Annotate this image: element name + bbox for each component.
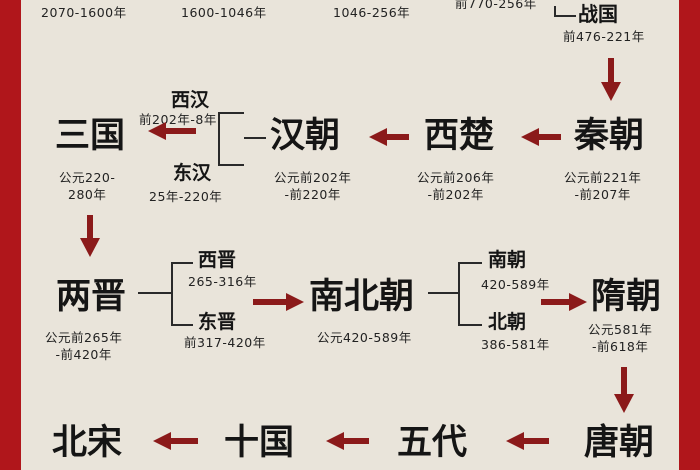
bracket-top [171,262,193,264]
top-date-1: 2070-1600年 [41,5,127,20]
arrow-left-xichu-han [369,128,409,146]
bracket-stem [428,292,460,294]
zhanguo-date: 前476-221年 [563,29,645,44]
bracket-stem [138,292,173,294]
bracket-vertical [171,262,173,326]
bracket-vertical [458,262,460,326]
arrow-left-qin-xichu [521,128,561,146]
nanbeichao-date: 公元420-589年 [317,330,412,345]
node-xichu: 西楚 [424,116,495,156]
node-zhanguo: 战国 [578,2,618,26]
arrows-layer [80,58,634,450]
node-nanchao: 南朝 [488,249,527,271]
node-liangjin: 两晋 [56,277,127,317]
arrow-down-zhanguo-qin [601,58,621,101]
node-xihan: 西汉 [171,89,210,111]
node-tangchao: 唐朝 [584,423,655,463]
dongjin-date: 前317-420年 [184,335,266,350]
connector-line [554,15,576,17]
bracket-bottom [218,164,244,166]
arrow-right-nanbeichao-sui [541,293,587,311]
node-shiguo: 十国 [224,423,295,463]
arrow-left-han-sanguo [148,122,196,140]
node-hanchao: 汉朝 [270,116,341,156]
beichao-date: 386-581年 [481,337,550,352]
node-donghan: 东汉 [173,162,212,184]
arrow-down-sui-tang [614,367,634,413]
bracket-bottom [458,324,482,326]
top-date-2: 1600-1046年 [181,5,267,20]
xijin-date: 265-316年 [188,274,257,289]
xichu-date: 公元前206年-前202年 [417,170,495,202]
node-suichao: 隋朝 [591,277,662,317]
timeline-diagram: 2070-1600年 1600-1046年 1046-256年 前770-256… [21,0,679,470]
node-xijin: 西晋 [198,249,237,271]
node-beisong: 北宋 [52,423,123,463]
hanchao-date: 公元前202年-前220年 [274,170,352,202]
suichao-date: 公元581年-前618年 [588,322,653,354]
arrow-down-sanguo-liangjin [80,215,100,257]
nanchao-date: 420-589年 [481,277,550,292]
donghan-date: 25年-220年 [149,189,223,204]
node-qinchao: 秦朝 [574,116,645,156]
bracket-stem [244,137,266,139]
top-date-4: 前770-256年 [455,0,537,11]
sanguo-date: 公元220-280年 [59,170,116,202]
arrow-left-wudai-shiguo [326,432,369,450]
qinchao-date: 公元前221年-前207年 [564,170,642,202]
connector-line [554,6,556,16]
node-wudai: 五代 [397,423,468,463]
bracket-bottom [171,324,193,326]
node-beichao: 北朝 [488,311,527,333]
arrow-left-tang-wudai [506,432,549,450]
node-dongjin: 东晋 [198,311,237,333]
arrow-left-shiguo-beisong [153,432,198,450]
xihan-date: 前202年-8年 [139,112,217,127]
bracket-top [218,112,244,114]
bracket-top [458,262,482,264]
node-nanbeichao: 南北朝 [309,277,415,317]
arrow-right-jin-nanbeichao [253,293,304,311]
liangjin-date: 公元前265年-前420年 [45,330,123,362]
bracket-vertical [218,112,220,166]
top-date-3: 1046-256年 [333,5,411,20]
node-sanguo: 三国 [55,116,126,156]
